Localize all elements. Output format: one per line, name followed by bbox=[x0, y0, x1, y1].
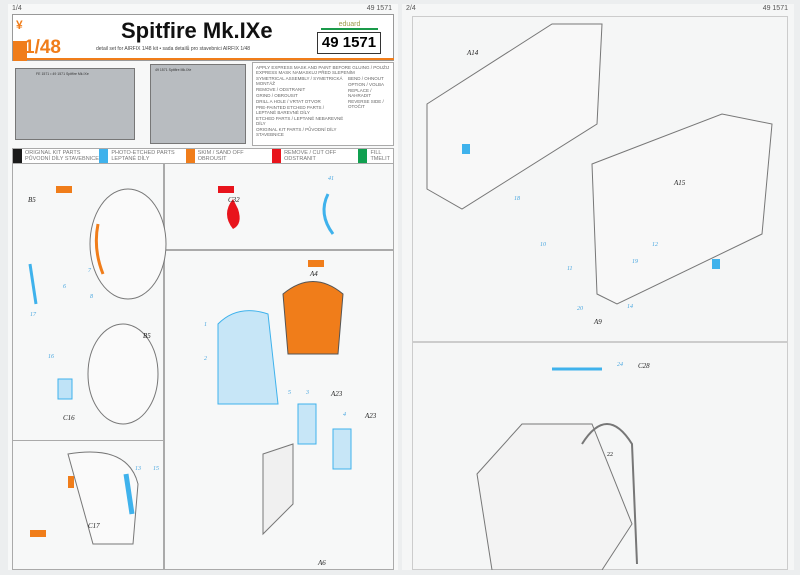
part-callout: 13 bbox=[135, 466, 141, 472]
part-callout: A9 bbox=[594, 318, 602, 326]
skim-swatch bbox=[308, 260, 324, 267]
part-callout: A15 bbox=[674, 179, 686, 187]
fret-1-image: FE 1571 • 49 1571 Spitfire Mk.IXe bbox=[15, 68, 135, 140]
part-callout: B5 bbox=[143, 332, 151, 340]
part-callout: 8 bbox=[90, 294, 93, 300]
part-callout: 7 bbox=[88, 268, 91, 274]
page-title: Spitfire Mk.IXe bbox=[121, 18, 273, 43]
part-callout: A6 bbox=[318, 559, 326, 567]
part-callout: A23 bbox=[365, 412, 377, 420]
symbol-legend: APPLY EXPRESS MASK AND PAINT BEFORE GLUI… bbox=[252, 62, 394, 146]
part-callout: 3 bbox=[306, 390, 309, 396]
legend-item: REMOVE / ODSTRANIT bbox=[256, 87, 306, 92]
page-number: 2/4 bbox=[406, 5, 416, 12]
page-number: 1/4 bbox=[12, 5, 22, 12]
part-callout: 4 bbox=[343, 412, 346, 418]
eduard-rabbit-logo: ¥ bbox=[16, 18, 23, 32]
legend-item: REVERSE SIDE / OTOČIT bbox=[348, 99, 384, 109]
step-panel-2 bbox=[164, 164, 394, 250]
fret-label: 49 1571 Spitfire Mk.IXe bbox=[155, 68, 192, 72]
part-callout: A4 bbox=[310, 270, 318, 278]
assembly-drawings bbox=[28, 188, 352, 545]
part-callout: C28 bbox=[638, 362, 650, 370]
assembly-drawings bbox=[426, 23, 773, 570]
part-callout: 17 bbox=[30, 312, 36, 318]
legend-item: DRILL A HOLE / VRTAT OTVOR bbox=[256, 99, 321, 104]
part-callout: A23 bbox=[331, 390, 343, 398]
legend-item: APPLY EXPRESS MASK AND PAINT BEFORE GLUI… bbox=[256, 65, 390, 75]
part-callout: 15 bbox=[153, 466, 159, 472]
part-callout: 16 bbox=[48, 354, 54, 360]
legend-item: PRE-PAINTED ETCHED PARTS / LEPTANÉ BAREV… bbox=[256, 105, 325, 115]
legend-item: ORIGINAL KIT PARTS / PŮVODNÍ DÍLY STAVEB… bbox=[256, 127, 337, 137]
part-callout: 12 bbox=[652, 242, 658, 248]
step-panel-3 bbox=[164, 250, 394, 570]
fret-label: FE 1571 • 49 1571 Spitfire Mk.IXe bbox=[36, 72, 89, 76]
legend-item: OPTION / VOLBA bbox=[348, 82, 385, 87]
part-callout: 20 bbox=[577, 306, 583, 312]
part-callout: 22 bbox=[607, 452, 613, 458]
part-callout: 6 bbox=[63, 284, 66, 290]
instruction-page-left: 1/4 49 1571 ¥ Spitfire Mk.IXe 1/48 detai… bbox=[8, 4, 398, 570]
part-callout: 14 bbox=[627, 304, 633, 310]
part-callout: 5 bbox=[288, 390, 291, 396]
part-callout: B5 bbox=[28, 196, 36, 204]
part-callout: C32 bbox=[228, 196, 240, 204]
brand-logo: eduard bbox=[321, 21, 378, 30]
part-callout: A14 bbox=[467, 49, 479, 57]
legend-item: ETCHED PARTS / LEPTANÉ NEBAREVNÉ DÍLY bbox=[256, 116, 344, 126]
kit-code: 49 1571 bbox=[366, 5, 392, 12]
subtitle: detail set for AIRFIX 1/48 kit • sada de… bbox=[96, 46, 251, 52]
part-callout: 41 bbox=[328, 176, 334, 182]
legend-item: BEND / OHNOUT bbox=[348, 76, 384, 81]
part-callout: 10 bbox=[540, 242, 546, 248]
skim-swatch bbox=[56, 186, 72, 193]
legend-item: GRIND / OBROUSIT bbox=[256, 93, 298, 98]
part-callout: 24 bbox=[617, 362, 623, 368]
part-callout: 18 bbox=[514, 196, 520, 202]
skim-swatch bbox=[30, 530, 46, 537]
kit-code: 49 1571 bbox=[762, 5, 788, 12]
part-callout: 2 bbox=[204, 356, 207, 362]
legend-item: REPLACE / NAHRADIT bbox=[348, 88, 372, 98]
step-panel-4 bbox=[12, 440, 164, 570]
part-callout: 11 bbox=[567, 266, 573, 272]
part-callout: 1 bbox=[204, 322, 207, 328]
part-callout: C17 bbox=[88, 522, 100, 530]
instruction-page-right: 2/4 49 1571 A14 18 A15 10 11 12 19 20 A9… bbox=[402, 4, 794, 570]
legend-item: SYMETRICAL ASSEMBLY / SYMETRICKÁ MONTÁŽ bbox=[256, 76, 343, 86]
part-callout: C16 bbox=[63, 414, 75, 422]
scale-label: 1/48 bbox=[24, 37, 61, 58]
remove-swatch bbox=[218, 186, 234, 193]
step-panel-5 bbox=[412, 16, 788, 342]
part-callout: 19 bbox=[632, 259, 638, 265]
fret-2-image: 49 1571 Spitfire Mk.IXe bbox=[150, 64, 246, 144]
product-code: 49 1571 bbox=[317, 32, 381, 54]
